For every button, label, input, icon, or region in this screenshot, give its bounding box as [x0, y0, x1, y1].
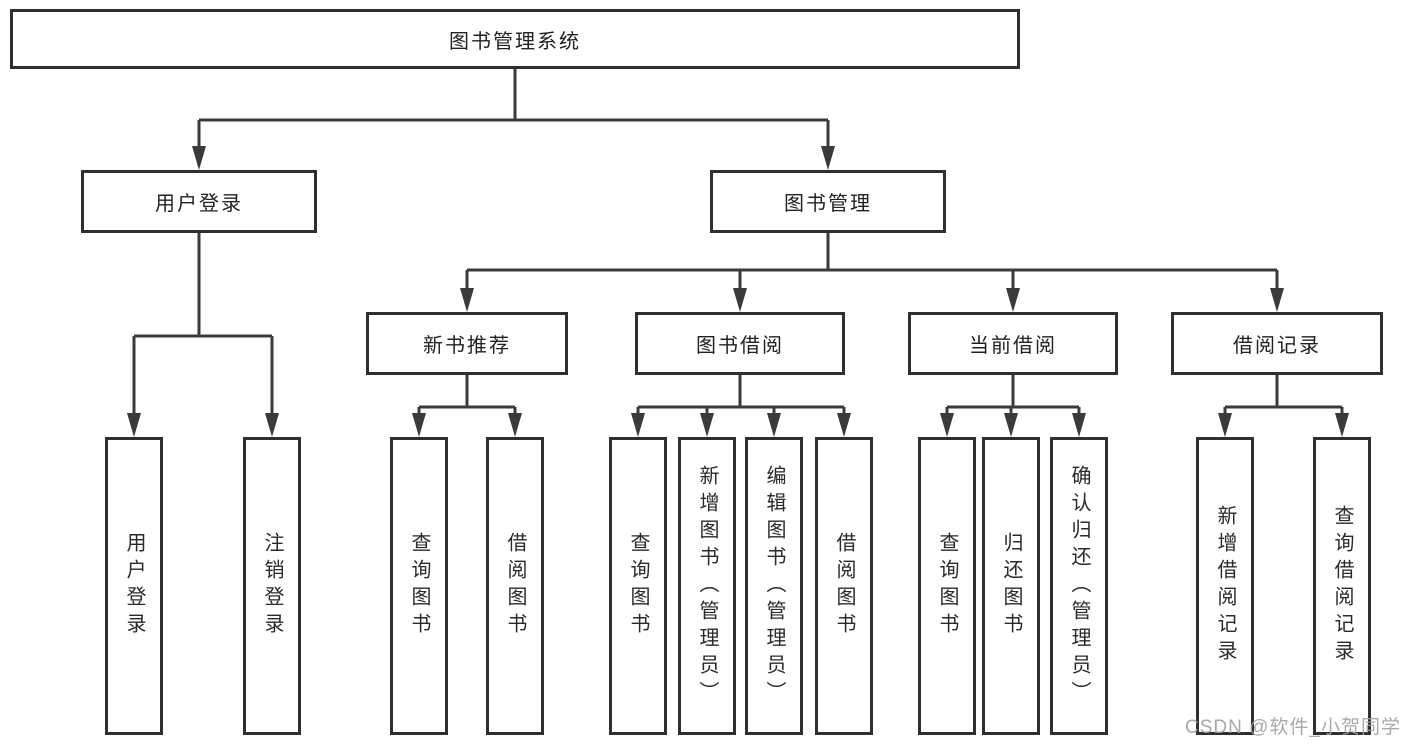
node-leaf-query-borrow-record-label: 查询借阅记录	[1331, 505, 1353, 667]
node-leaf-edit-books-admin: 编辑图书（管理员）	[745, 437, 803, 735]
node-leaf-borrow-books-borrowing: 借阅图书	[815, 437, 873, 735]
node-leaf-add-borrow-record: 新增借阅记录	[1196, 437, 1254, 735]
node-leaf-user-login: 用户登录	[105, 437, 163, 735]
node-current-borrowing-label: 当前借阅	[969, 335, 1057, 357]
node-leaf-return-books-label: 归还图书	[1000, 532, 1022, 640]
node-leaf-query-borrow-record: 查询借阅记录	[1313, 437, 1371, 735]
node-user-login-group: 用户登录	[81, 170, 317, 233]
node-book-management-label: 图书管理	[784, 193, 872, 215]
node-root: 图书管理系统	[10, 9, 1020, 69]
node-root-label: 图书管理系统	[449, 30, 581, 53]
node-borrowing-records: 借阅记录	[1171, 312, 1383, 375]
node-leaf-confirm-return-admin-label: 确认归还（管理员）	[1068, 464, 1090, 708]
node-leaf-query-books-current: 查询图书	[918, 437, 976, 735]
node-book-management: 图书管理	[710, 170, 946, 233]
node-leaf-return-books: 归还图书	[982, 437, 1040, 735]
node-borrowing-records-label: 借阅记录	[1233, 335, 1321, 357]
node-leaf-borrow-books-borrowing-label: 借阅图书	[833, 532, 855, 640]
node-leaf-add-books-admin-label: 新增图书（管理员）	[696, 464, 718, 708]
node-leaf-user-login-label: 用户登录	[123, 532, 145, 640]
node-leaf-query-books-recommend: 查询图书	[390, 437, 448, 735]
arrowhead-icons	[127, 146, 1349, 437]
node-user-login-group-label: 用户登录	[155, 193, 243, 215]
csdn-watermark: CSDN @软件_小贺同学	[1185, 717, 1401, 738]
node-book-borrowing: 图书借阅	[635, 312, 845, 375]
node-leaf-query-books-borrowing: 查询图书	[609, 437, 667, 735]
node-leaf-edit-books-admin-label: 编辑图书（管理员）	[763, 464, 785, 708]
node-new-book-recommend-label: 新书推荐	[423, 335, 511, 357]
node-book-borrowing-label: 图书借阅	[696, 335, 784, 357]
node-leaf-confirm-return-admin: 确认归还（管理员）	[1050, 437, 1108, 735]
node-leaf-borrow-books-recommend: 借阅图书	[486, 437, 544, 735]
node-leaf-logout: 注销登录	[243, 437, 301, 735]
node-leaf-query-books-recommend-label: 查询图书	[408, 532, 430, 640]
node-leaf-add-books-admin: 新增图书（管理员）	[678, 437, 736, 735]
node-new-book-recommend: 新书推荐	[366, 312, 568, 375]
node-leaf-query-books-borrowing-label: 查询图书	[627, 532, 649, 640]
node-current-borrowing: 当前借阅	[908, 312, 1118, 375]
node-leaf-query-books-current-label: 查询图书	[936, 532, 958, 640]
node-leaf-logout-label: 注销登录	[261, 532, 283, 640]
node-leaf-add-borrow-record-label: 新增借阅记录	[1214, 505, 1236, 667]
node-leaf-borrow-books-recommend-label: 借阅图书	[504, 532, 526, 640]
